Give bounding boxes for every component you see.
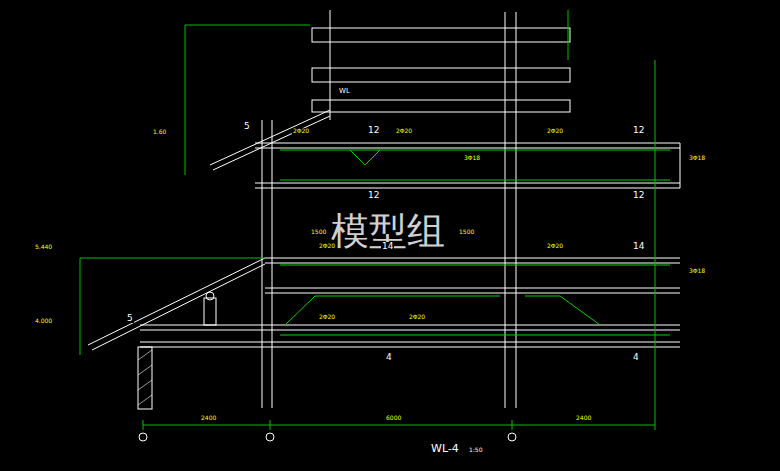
section-mark: 12 — [367, 191, 380, 200]
drawing-caption: WL-4 — [430, 443, 460, 454]
rebar-label: 2Φ20 — [546, 128, 564, 134]
rebar-label: 2Φ20 — [318, 314, 336, 320]
rebar-label: 2Φ20 — [318, 243, 336, 249]
member-label: WL — [338, 88, 351, 95]
section-mark: 12 — [632, 126, 645, 135]
section-mark: 5 — [126, 314, 134, 323]
rebar-label: 3Φ18 — [463, 155, 481, 161]
dimension: 6000 — [385, 415, 402, 421]
section-mark: 12 — [632, 191, 645, 200]
section-mark: 4 — [632, 353, 640, 362]
dimension: 2400 — [575, 415, 592, 421]
dimension: 1500 — [310, 229, 327, 235]
section-mark: 14 — [381, 242, 394, 251]
section-mark: 5 — [243, 122, 251, 131]
rebar-label: 3Φ18 — [688, 155, 706, 161]
elevation: 4.000 — [34, 318, 53, 324]
scale-note: 1:50 — [468, 447, 483, 453]
section-mark: 14 — [632, 242, 645, 251]
section-mark: 12 — [367, 126, 380, 135]
dimension: 2400 — [200, 415, 217, 421]
rebar-label: 2Φ20 — [408, 314, 426, 320]
elevation: 1.60 — [152, 129, 167, 135]
rebar-label: 3Φ18 — [688, 268, 706, 274]
dimension: 1500 — [458, 229, 475, 235]
rebar-label: 2Φ20 — [546, 243, 564, 249]
rebar-label: 2Φ20 — [395, 128, 413, 134]
rebar-label: 2Φ20 — [292, 128, 310, 134]
elevation: 5.440 — [34, 244, 53, 250]
section-mark: 4 — [385, 353, 393, 362]
